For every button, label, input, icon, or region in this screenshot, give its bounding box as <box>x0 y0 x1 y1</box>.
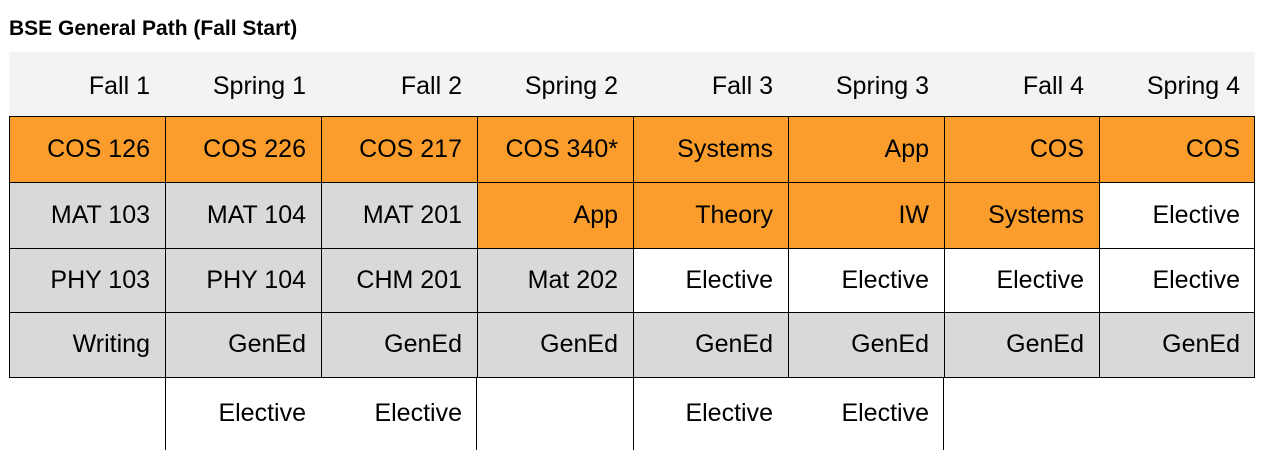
column-header: Fall 4 <box>944 52 1099 116</box>
course-cell: MAT 201 <box>321 182 477 248</box>
column-header: Fall 3 <box>633 52 788 116</box>
grid-line-vertical <box>944 116 945 377</box>
grid-line-horizontal <box>9 377 1255 378</box>
course-cell: Elective <box>1099 248 1255 312</box>
course-cell: App <box>477 182 633 248</box>
course-cell: GenEd <box>165 312 321 377</box>
grid-line-horizontal <box>9 248 1255 249</box>
grid-line-vertical <box>477 116 478 377</box>
course-cell: COS <box>1099 116 1255 182</box>
course-cell: COS <box>944 116 1099 182</box>
course-cell: Elective <box>321 377 477 450</box>
course-cell: App <box>788 116 944 182</box>
grid-line-vertical <box>165 377 166 450</box>
course-cell: PHY 104 <box>165 248 321 312</box>
grid-line-horizontal <box>9 312 1255 313</box>
course-cell: Elective <box>633 377 788 450</box>
column-header: Spring 4 <box>1099 52 1255 116</box>
column-header: Spring 3 <box>788 52 944 116</box>
course-cell: Mat 202 <box>477 248 633 312</box>
course-cell: GenEd <box>633 312 788 377</box>
course-cell: COS 226 <box>165 116 321 182</box>
grid-line-vertical <box>943 377 944 450</box>
course-cell: GenEd <box>477 312 633 377</box>
grid-line-vertical <box>633 116 634 377</box>
course-cell: Systems <box>944 182 1099 248</box>
grid-line-vertical <box>1254 116 1255 377</box>
course-cell: Systems <box>633 116 788 182</box>
course-cell: COS 126 <box>9 116 165 182</box>
course-cell: Elective <box>633 248 788 312</box>
grid-line-vertical <box>321 116 322 377</box>
page-title: BSE General Path (Fall Start) <box>9 17 298 40</box>
course-cell: GenEd <box>321 312 477 377</box>
grid-line-vertical <box>788 116 789 377</box>
course-cell: GenEd <box>788 312 944 377</box>
course-cell: Elective <box>1099 182 1255 248</box>
course-cell: MAT 104 <box>165 182 321 248</box>
course-cell: COS 340* <box>477 116 633 182</box>
column-header: Fall 1 <box>9 52 165 116</box>
grid-line-horizontal <box>9 116 1255 117</box>
column-header: Spring 2 <box>477 52 633 116</box>
course-cell: Elective <box>788 248 944 312</box>
grid-line-horizontal <box>9 182 1255 183</box>
column-header: Fall 2 <box>321 52 477 116</box>
grid-line-vertical <box>633 377 634 450</box>
course-cell: Elective <box>788 377 944 450</box>
course-cell: Elective <box>944 248 1099 312</box>
grid-line-vertical <box>1099 116 1100 377</box>
grid-line-vertical <box>9 116 10 377</box>
course-cell: Theory <box>633 182 788 248</box>
course-cell: GenEd <box>1099 312 1255 377</box>
course-cell: COS 217 <box>321 116 477 182</box>
course-cell: IW <box>788 182 944 248</box>
course-cell: CHM 201 <box>321 248 477 312</box>
grid-line-vertical <box>476 377 477 450</box>
course-cell: GenEd <box>944 312 1099 377</box>
course-cell: Elective <box>165 377 321 450</box>
grid-line-vertical <box>165 116 166 377</box>
course-cell: PHY 103 <box>9 248 165 312</box>
course-cell: Writing <box>9 312 165 377</box>
course-cell: MAT 103 <box>9 182 165 248</box>
column-header: Spring 1 <box>165 52 321 116</box>
